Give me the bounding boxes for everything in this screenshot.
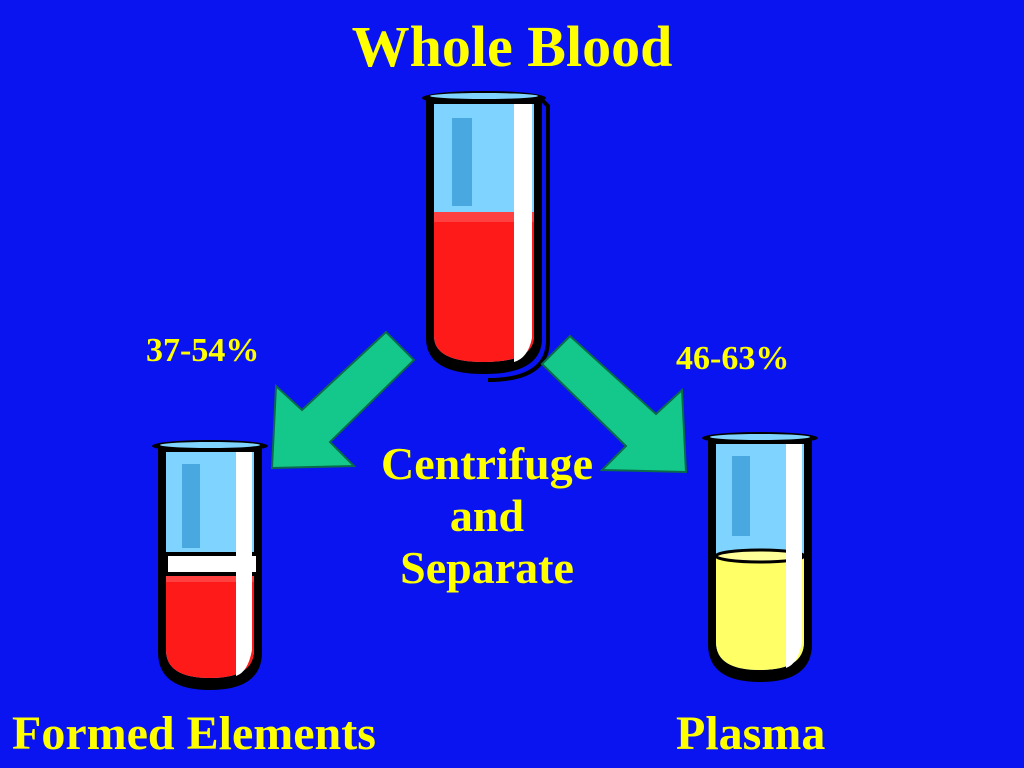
- arrow-down-left-icon: [270, 330, 416, 470]
- formed-elements-percentage: 37-54%: [146, 332, 260, 369]
- formed-elements-label: Formed Elements: [12, 707, 376, 760]
- plasma-label: Plasma: [676, 707, 826, 760]
- process-line: and: [449, 490, 525, 541]
- plasma-percentage: 46-63%: [676, 340, 790, 377]
- slide-title: Whole Blood: [351, 14, 673, 79]
- process-line: Centrifuge: [380, 438, 594, 489]
- process-line: Separate: [400, 542, 574, 593]
- test-tube-blood-icon: [422, 91, 550, 382]
- process-label: Centrifuge and Separate: [332, 438, 642, 594]
- test-tube-formed-elements-icon: [152, 440, 268, 690]
- test-tube-plasma-icon: [702, 432, 818, 682]
- arrow-down-right-icon: [540, 334, 688, 474]
